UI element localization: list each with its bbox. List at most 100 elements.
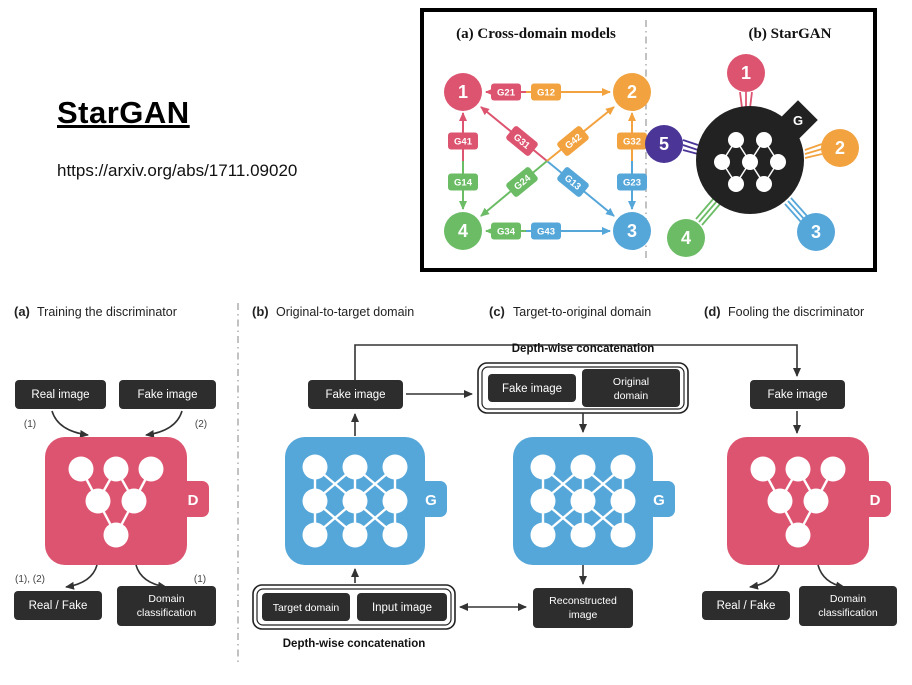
domain-node-3: 3 <box>613 212 651 250</box>
arrow-d-to-domaincls-d <box>817 564 845 590</box>
domain-classification-box-a: Domain classification <box>117 586 216 626</box>
stargan-graph: G 1 2 3 4 5 <box>645 54 859 257</box>
generator-edges <box>459 88 636 235</box>
stargan-comparison-figure: (a) Cross-domain models (b) StarGAN <box>420 8 877 272</box>
arrow-fake-to-panel-d <box>354 344 801 380</box>
generator-label-g12: G12 <box>531 83 561 101</box>
svg-text:2: 2 <box>627 82 637 102</box>
panel-c-header: Target-to-original domain <box>513 305 651 319</box>
panel-a-training-discriminator: (a) Training the discriminator Real imag… <box>14 304 216 626</box>
annotation-12: (1), (2) <box>15 574 45 585</box>
svg-text:4: 4 <box>681 228 691 248</box>
star-generator-badge: G <box>778 100 818 140</box>
svg-text:1: 1 <box>741 63 751 83</box>
cross-domain-graph: G21 G12 G41 G14 G32 G23 G34 G43 G31 G13 … <box>444 73 651 250</box>
original-domain-box: Original domain <box>582 369 680 407</box>
panel-b-tag: (b) <box>252 304 269 319</box>
star-node-4: 4 <box>667 219 705 257</box>
generator-label-g23: G23 <box>617 173 647 191</box>
blob-network-units <box>714 132 786 192</box>
page-title: StarGAN <box>57 95 190 130</box>
svg-text:Reconstructed: Reconstructed <box>549 595 617 607</box>
star-node-3: 3 <box>797 213 835 251</box>
edges-node2 <box>804 143 823 159</box>
svg-text:3: 3 <box>811 222 821 242</box>
generator-label-g21: G21 <box>491 83 521 101</box>
generator-label-g34: G34 <box>491 222 521 240</box>
real-image-box: Real image <box>15 380 106 409</box>
d-network-units-a <box>68 456 164 548</box>
target-domain-box: Target domain <box>262 593 350 621</box>
svg-text:1: 1 <box>458 82 468 102</box>
svg-text:5: 5 <box>659 134 669 154</box>
arxiv-url: https://arxiv.org/abs/1711.09020 <box>57 161 298 180</box>
svg-text:4: 4 <box>458 221 468 241</box>
svg-text:Domain: Domain <box>830 593 866 605</box>
svg-text:Original: Original <box>613 376 649 388</box>
edges-node3 <box>784 197 808 223</box>
svg-text:G12: G12 <box>537 88 555 99</box>
fake-image-box-d: Fake image <box>750 380 845 409</box>
arrow-d-to-domaincls <box>135 564 167 590</box>
svg-text:G34: G34 <box>497 227 516 238</box>
concat-box-b: Target domain Input image <box>252 584 456 630</box>
edges-node1 <box>739 91 753 109</box>
svg-text:3: 3 <box>627 221 637 241</box>
svg-text:image: image <box>569 609 598 621</box>
edges-node5 <box>682 139 699 155</box>
generator-label-g31: G31 <box>506 126 538 156</box>
generator-label-g32: G32 <box>617 132 647 150</box>
star-node-1: 1 <box>727 54 765 92</box>
panel-c-target-to-original: (c) Target-to-original domain Depth-wise… <box>477 304 689 628</box>
fake-image-box-b: Fake image <box>308 380 403 409</box>
g-network-units-b <box>302 454 408 548</box>
svg-text:G43: G43 <box>537 227 555 238</box>
panel-a-title: (a) Cross-domain models <box>456 26 616 42</box>
g-network-units-c <box>530 454 636 548</box>
svg-text:G14: G14 <box>454 178 473 189</box>
domain-classification-box-d: Domain classification <box>799 586 897 626</box>
fake-image-box-c: Fake image <box>488 374 576 402</box>
discriminator-network-d: D <box>727 437 891 565</box>
generator-label-g41: G41 <box>448 132 478 150</box>
stargan-training-figure: (a) Training the discriminator Real imag… <box>0 295 912 680</box>
svg-text:Input image: Input image <box>372 602 432 614</box>
training-figure-svg: (a) Training the discriminator Real imag… <box>14 303 897 663</box>
svg-text:Fake image: Fake image <box>502 383 562 395</box>
star-node-5: 5 <box>645 125 683 163</box>
svg-text:G23: G23 <box>623 178 641 189</box>
panel-b-header: Original-to-target domain <box>276 305 414 319</box>
fake-image-box-a: Fake image <box>119 380 216 409</box>
generator-label-g42: G42 <box>557 126 589 156</box>
domain-node-1: 1 <box>444 73 482 111</box>
arrow-d-to-realfake-d <box>749 564 780 590</box>
svg-text:Target domain: Target domain <box>273 602 340 614</box>
domain-node-4: 4 <box>444 212 482 250</box>
panel-b-title: (b) StarGAN <box>749 26 832 42</box>
generator-label-g24: G24 <box>506 167 538 197</box>
generator-label-g14: G14 <box>448 173 478 191</box>
svg-text:Domain: Domain <box>148 593 184 605</box>
star-node-2: 2 <box>821 129 859 167</box>
d-network-units-d <box>750 456 846 548</box>
comparison-figure-svg: (a) Cross-domain models (b) StarGAN <box>444 20 859 260</box>
g-label-c: G <box>653 492 665 509</box>
arrow-real-to-d <box>51 410 89 438</box>
real-fake-box-a: Real / Fake <box>14 591 102 620</box>
edges-node4 <box>695 197 721 226</box>
svg-text:G21: G21 <box>497 88 516 99</box>
generator-label-g43: G43 <box>531 222 561 240</box>
panel-a-tag: (a) <box>14 304 30 319</box>
input-image-box: Input image <box>357 593 447 621</box>
panel-d-tag: (d) <box>704 304 721 319</box>
panel-d-header: Fooling the discriminator <box>728 305 864 319</box>
arrow-fake-to-d <box>145 410 183 438</box>
real-fake-box-d: Real / Fake <box>702 591 790 620</box>
generator-network-b: G <box>285 437 447 565</box>
svg-text:Fake image: Fake image <box>137 389 197 401</box>
svg-text:G: G <box>793 113 803 128</box>
annotation-1b: (1) <box>194 574 206 585</box>
arrow-d-to-realfake <box>65 564 98 590</box>
d-label-d: D <box>870 492 881 509</box>
svg-text:Real image: Real image <box>31 389 89 401</box>
